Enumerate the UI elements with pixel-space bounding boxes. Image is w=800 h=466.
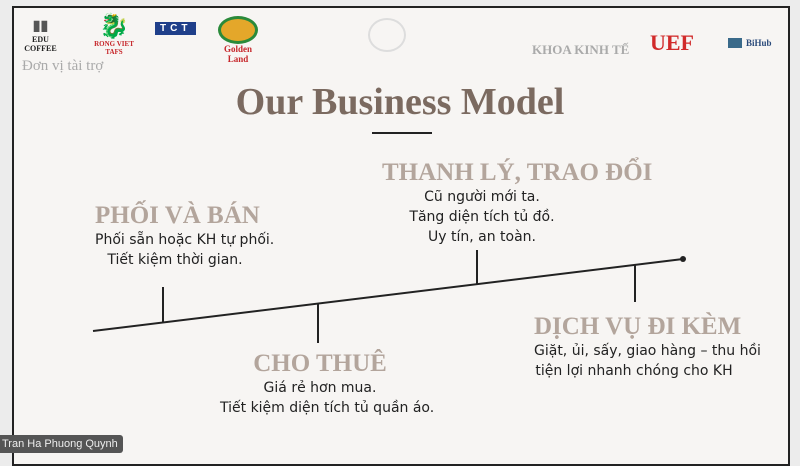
sponsors-label: Đơn vị tài trợ (22, 58, 104, 74)
item-line: Uy tín, an toàn. (428, 229, 536, 245)
faculty-label: KHOA KINH TẾ (532, 42, 630, 57)
item-line: Tiết kiệm diện tích tủ quần áo. (220, 400, 435, 416)
item-heading: PHỐI VÀ BÁN (95, 202, 260, 229)
golden-land-logo: Golden Land (213, 16, 263, 64)
item-line: Tăng diện tích tủ đồ. (409, 209, 555, 225)
timeline-line (92, 258, 684, 332)
item-thanh-ly: THANH LÝ, TRAO ĐỔI Cũ người mới ta. Tăng… (382, 159, 653, 247)
uef-logo: UEF (650, 30, 694, 55)
item-line: Giá rẻ hơn mua. (263, 380, 377, 396)
item-phoi-va-ban: PHỐI VÀ BÁN Phối sẵn hoặc KH tự phối. Ti… (95, 202, 275, 270)
item-heading: DỊCH VỤ ĐI KÈM (534, 313, 742, 340)
page-title: Our Business Model (235, 81, 565, 123)
item-heading: CHO THUÊ (253, 350, 387, 377)
title-divider (372, 132, 432, 134)
item-heading: THANH LÝ, TRAO ĐỔI (382, 159, 653, 186)
presentation-slide (12, 6, 790, 466)
participant-name-label: Tran Ha Phuong Quynh (0, 435, 123, 453)
item-cho-thue: CHO THUÊ Giá rẻ hơn mua. Tiết kiệm diện … (220, 350, 435, 418)
item-line: Tiết kiệm thời gian. (107, 252, 243, 268)
item-line: Giặt, ủi, sấy, giao hàng – thu hồi (534, 343, 761, 359)
timeline-end-dot (680, 256, 686, 262)
item-dich-vu: DỊCH VỤ ĐI KÈM Giặt, ủi, sấy, giao hàng … (534, 313, 761, 381)
emblem-icon (368, 18, 406, 52)
bihub-logo: BiHub (728, 38, 772, 48)
tct-logo: TCT (155, 22, 197, 35)
item-line: Phối sẵn hoặc KH tự phối. (95, 232, 275, 248)
item-line: tiện lợi nhanh chóng cho KH (535, 363, 733, 379)
rong-viet-logo: 🐉RONG VIET TAFS (94, 14, 134, 56)
item-line: Cũ người mới ta. (424, 189, 540, 205)
edu-coffee-logo: ▮▮EDU COFFEE (24, 19, 57, 53)
